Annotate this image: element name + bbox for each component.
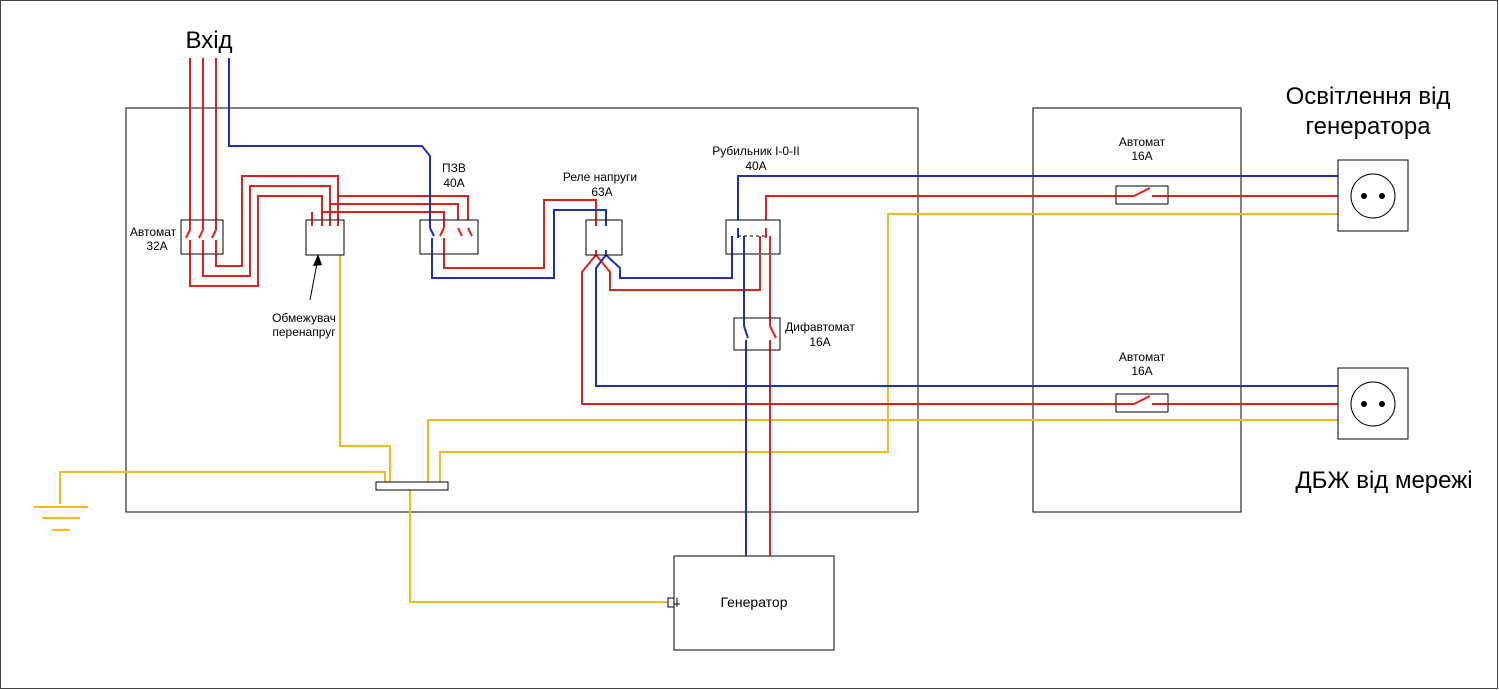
dyfavtomat-contacts bbox=[743, 318, 777, 350]
pzv-box bbox=[419, 219, 479, 255]
rubylnyk-box bbox=[725, 219, 781, 255]
neutral-wires bbox=[228, 58, 1338, 556]
plug-icon bbox=[667, 597, 680, 608]
main-panel bbox=[125, 107, 919, 513]
avtomat-32a-label-2: 32А bbox=[146, 239, 167, 253]
avtomat-16a-top-label-1: Автомат bbox=[1119, 135, 1166, 149]
relay-label-2: 63А bbox=[591, 185, 612, 199]
socket-icon bbox=[1337, 367, 1409, 440]
avtomat-16a-bottom-label-2: 16А bbox=[1131, 364, 1152, 378]
rubylnyk-contacts bbox=[731, 228, 771, 254]
relay-terminals bbox=[595, 220, 607, 255]
generator-label: Генератор bbox=[720, 594, 787, 610]
input-title: Вхід bbox=[185, 27, 232, 54]
relay-label-1: Реле напруги bbox=[563, 170, 637, 184]
ground-bus-bar bbox=[375, 481, 449, 491]
ground-wires bbox=[59, 213, 1338, 603]
secondary-panel bbox=[1032, 107, 1242, 513]
lighting-label-2: генератора bbox=[1305, 113, 1431, 140]
rubylnyk-label-2: 40А bbox=[745, 159, 766, 173]
avtomat-32a-label-1: Автомат bbox=[130, 225, 177, 239]
switch-icon bbox=[1115, 185, 1169, 205]
dyfavtomat-label-1: Дифавтомат bbox=[785, 320, 855, 334]
dyfavtomat-label-2: 16А bbox=[809, 335, 830, 349]
surge-pointer-arrow bbox=[309, 254, 322, 301]
pzv-contacts bbox=[429, 220, 473, 254]
surge-label-1: Обмежувач bbox=[272, 311, 336, 325]
ground-icon bbox=[34, 506, 88, 531]
ups-label: ДБЖ від мережі bbox=[1295, 467, 1472, 494]
surge-label-2: перенапруг bbox=[272, 325, 336, 339]
surge-protector-terminals bbox=[311, 220, 339, 226]
pzv-label-2: 40А bbox=[443, 176, 464, 190]
dyfavtomat-box bbox=[733, 317, 781, 351]
socket-icon bbox=[1337, 159, 1409, 232]
relay-box bbox=[585, 219, 623, 256]
avtomat-16a-top-label-2: 16А bbox=[1131, 149, 1152, 163]
lighting-label-1: Освітлення від bbox=[1286, 83, 1451, 110]
rubylnyk-label-1: Рубильник I-0-II bbox=[712, 144, 800, 158]
avtomat-16a-bottom-label-1: Автомат bbox=[1119, 350, 1166, 364]
phase-wires bbox=[189, 58, 1338, 556]
avtomat-32a-contacts bbox=[185, 220, 217, 254]
pzv-label-1: ПЗВ bbox=[442, 161, 466, 175]
switch-icon bbox=[1115, 393, 1169, 413]
